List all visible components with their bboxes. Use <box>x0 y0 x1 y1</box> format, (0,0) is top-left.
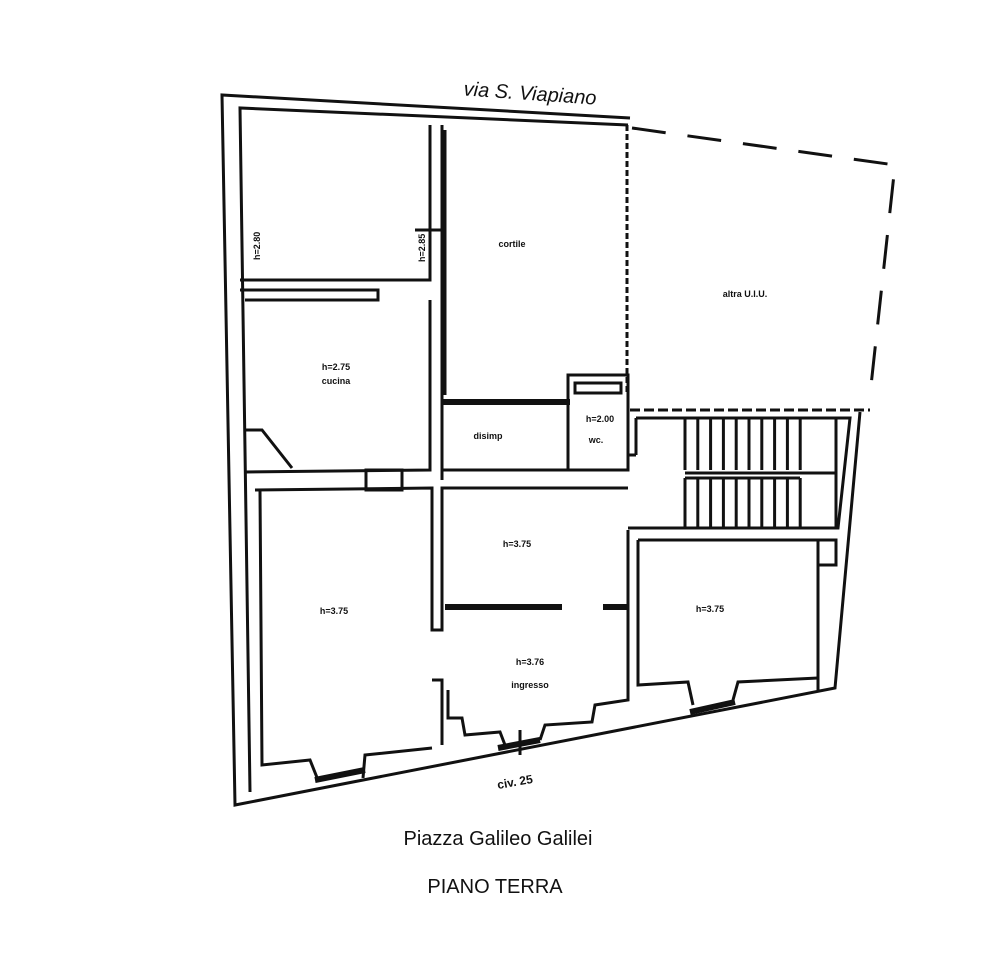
courtyard-label: cortile <box>498 239 525 249</box>
bottom-left-height: h=3.75 <box>320 606 348 616</box>
other-unit-label: altra U.I.U. <box>723 289 768 299</box>
right-room-height: h=3.75 <box>696 604 724 614</box>
wc-label: wc. <box>588 435 604 445</box>
internal-walls <box>240 125 838 783</box>
outer-walls <box>220 93 862 807</box>
floor-title: PIANO TERRA <box>427 876 563 898</box>
kitchen-height: h=2.75 <box>322 362 350 372</box>
other-unit-boundary <box>625 125 897 412</box>
street-bottom-label: Piazza Galileo Galilei <box>404 828 593 850</box>
hallway-label: disimp <box>473 431 503 441</box>
street-top-label: via S. Viapiano <box>463 78 597 109</box>
kitchen-label: cucina <box>322 376 352 386</box>
entrance-height: h=3.76 <box>516 657 544 667</box>
entrance-label: ingresso <box>511 680 549 690</box>
wc-height: h=2.00 <box>586 414 614 424</box>
room-top-left-height: h=2.80 <box>252 232 262 260</box>
civic-number: civ. 25 <box>496 772 534 792</box>
corridor-height: h=2.85 <box>417 234 427 262</box>
middle-room-height: h=3.75 <box>503 539 531 549</box>
staircase <box>628 416 852 530</box>
